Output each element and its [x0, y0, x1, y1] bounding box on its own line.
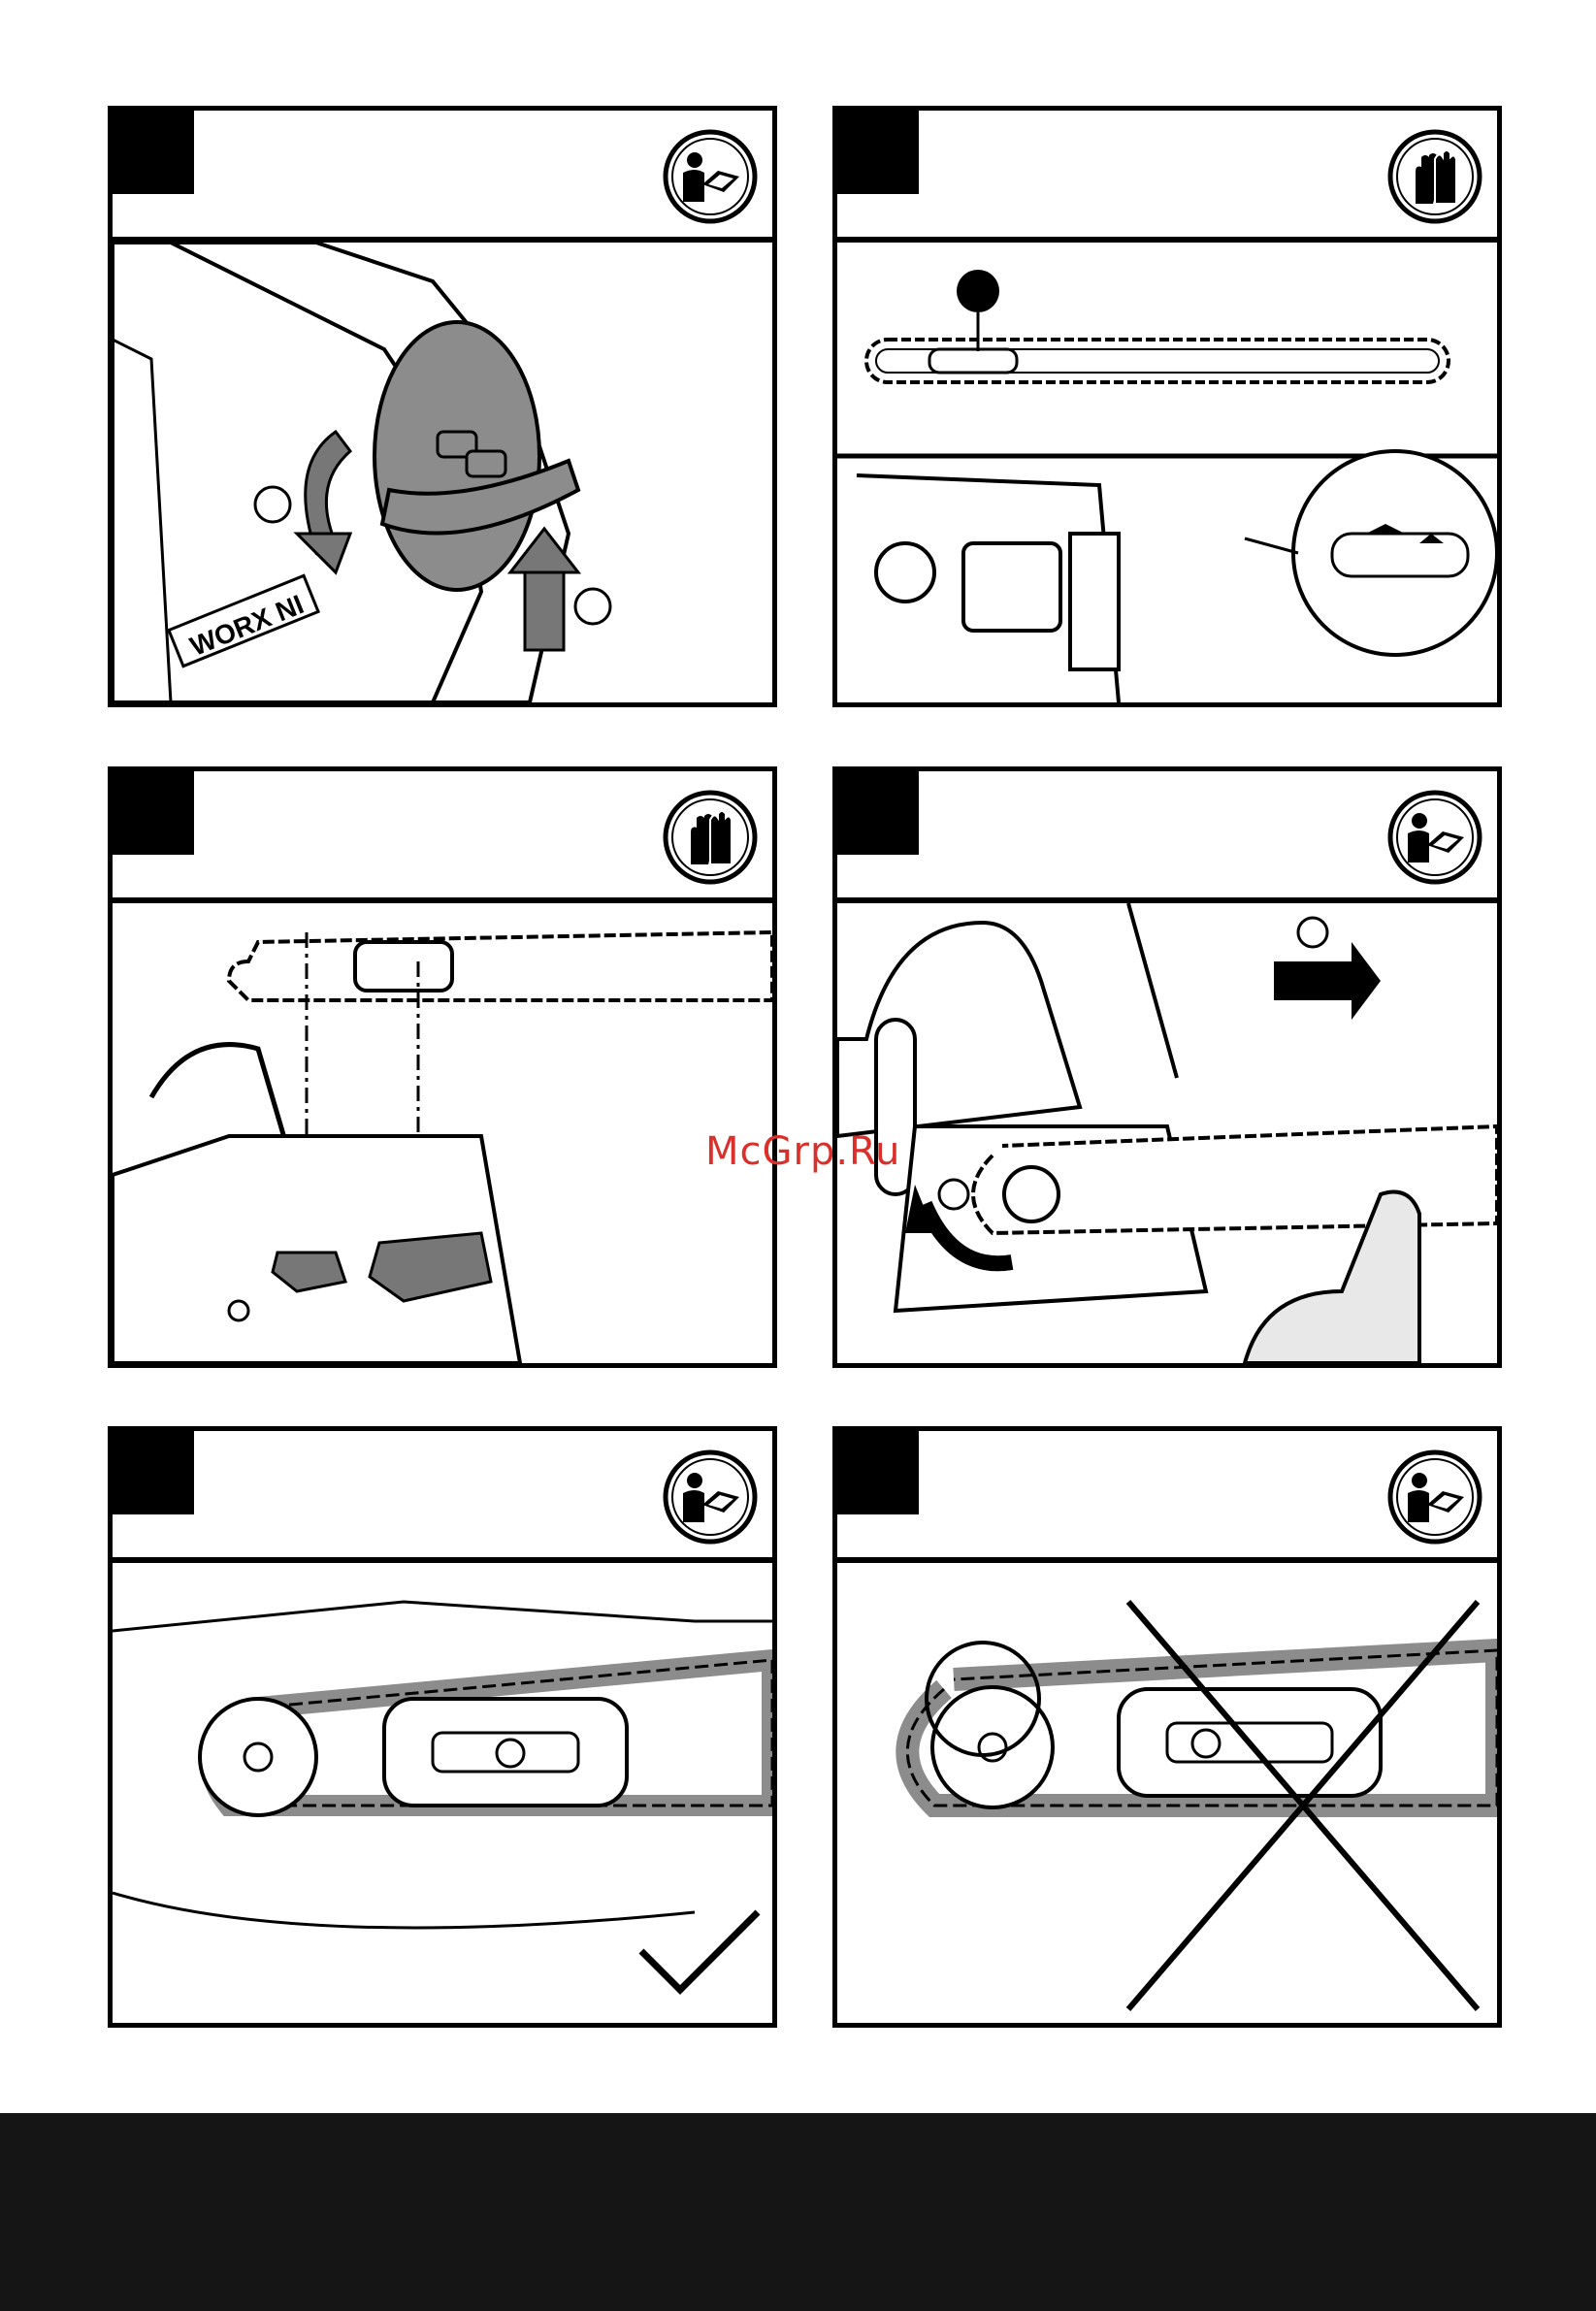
step-panel-2	[832, 106, 1502, 707]
panel-header	[113, 771, 772, 903]
gloves-icon	[1386, 128, 1483, 225]
chain-oil-cap-icon: WORX NI	[113, 243, 772, 702]
step-panel-6	[832, 1426, 1502, 2028]
watermark-text: McGrp.Ru	[705, 1129, 900, 1174]
step-number-box	[837, 1431, 919, 1514]
step-number-box	[113, 771, 194, 855]
panel-header	[837, 1431, 1497, 1563]
step-number-box	[113, 111, 194, 194]
step-panel-5	[108, 1426, 777, 2028]
read-manual-icon	[1386, 789, 1483, 886]
chain-sprocket-fit-icon	[837, 903, 1497, 1363]
chain-correct-icon	[113, 1563, 772, 2023]
chain-bar-mounting-icon	[113, 903, 772, 1363]
panel-header	[837, 111, 1497, 243]
read-manual-icon	[662, 128, 759, 225]
step-panel-3	[108, 766, 777, 1368]
step-number-box	[837, 111, 919, 194]
step-panel-4	[832, 766, 1502, 1368]
panel-header	[837, 771, 1497, 903]
step-panel-1: WORX NI	[108, 106, 777, 707]
read-manual-icon	[1386, 1448, 1483, 1546]
step-number-box	[113, 1431, 194, 1514]
chain-bar-direction-icon	[837, 243, 1497, 702]
panel-header	[113, 1431, 772, 1563]
gloves-icon	[662, 789, 759, 886]
page-footer-band	[0, 2113, 1596, 2311]
step-number-box	[837, 771, 919, 855]
panel-header	[113, 111, 772, 243]
chain-incorrect-icon	[837, 1563, 1497, 2023]
read-manual-icon	[662, 1448, 759, 1546]
